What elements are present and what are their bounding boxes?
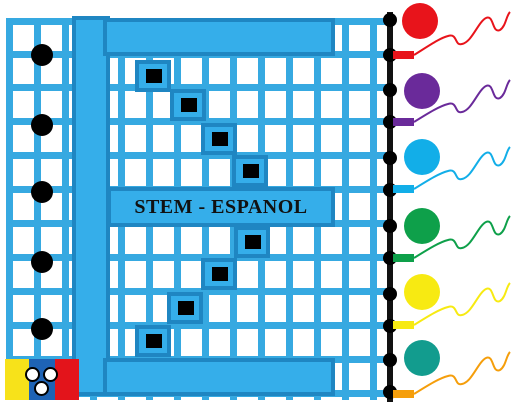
yellow-wire xyxy=(413,282,511,326)
grid-line xyxy=(6,322,390,329)
red-connector xyxy=(393,51,414,59)
grid-line xyxy=(370,18,377,400)
orange-wire xyxy=(413,351,511,395)
yellow-connector xyxy=(393,321,414,329)
left-dot xyxy=(31,114,53,136)
teal-circle-icon xyxy=(404,340,440,376)
purple-connector xyxy=(393,118,414,126)
orange-connector xyxy=(393,390,414,398)
grid-line xyxy=(6,288,390,295)
left-dot xyxy=(31,251,53,273)
stem-espanol-logo xyxy=(5,359,79,400)
rail-dot xyxy=(383,13,397,27)
grid-line xyxy=(6,118,390,125)
red-wire xyxy=(413,11,511,56)
yellow-circle-icon xyxy=(404,274,440,310)
title-banner: STEM - ESPANOL xyxy=(107,187,335,227)
blue-circle-icon xyxy=(404,139,440,175)
black-square-icon xyxy=(232,155,268,187)
grid-line xyxy=(342,18,349,400)
right-rail xyxy=(387,12,393,402)
blue-connector xyxy=(393,185,414,193)
black-square-icon xyxy=(234,226,270,258)
top-bar xyxy=(103,18,335,56)
grid-line xyxy=(6,18,13,400)
rail-dot xyxy=(383,353,397,367)
grid-line xyxy=(6,254,390,261)
green-connector xyxy=(393,254,414,262)
purple-wire xyxy=(413,79,511,123)
rail-dot xyxy=(383,219,397,233)
black-square-icon xyxy=(135,60,171,92)
black-square-icon xyxy=(170,89,206,121)
black-square-icon xyxy=(201,123,237,155)
rail-dot xyxy=(383,287,397,301)
rail-dot xyxy=(383,151,397,165)
left-dot xyxy=(31,44,53,66)
grid-line xyxy=(62,18,69,400)
bottom-bar xyxy=(103,358,335,396)
left-dot xyxy=(31,181,53,203)
grid-line xyxy=(6,152,390,159)
red-circle-icon xyxy=(402,3,438,39)
grid-line xyxy=(34,18,41,400)
black-square-icon xyxy=(167,292,203,324)
green-wire xyxy=(413,215,511,259)
grid-line xyxy=(6,84,390,91)
green-circle-icon xyxy=(404,208,440,244)
left-dot xyxy=(31,318,53,340)
purple-circle-icon xyxy=(404,73,440,109)
blue-wire xyxy=(413,146,511,190)
black-square-icon xyxy=(135,325,171,357)
rail-dot xyxy=(383,83,397,97)
black-square-icon xyxy=(201,258,237,290)
